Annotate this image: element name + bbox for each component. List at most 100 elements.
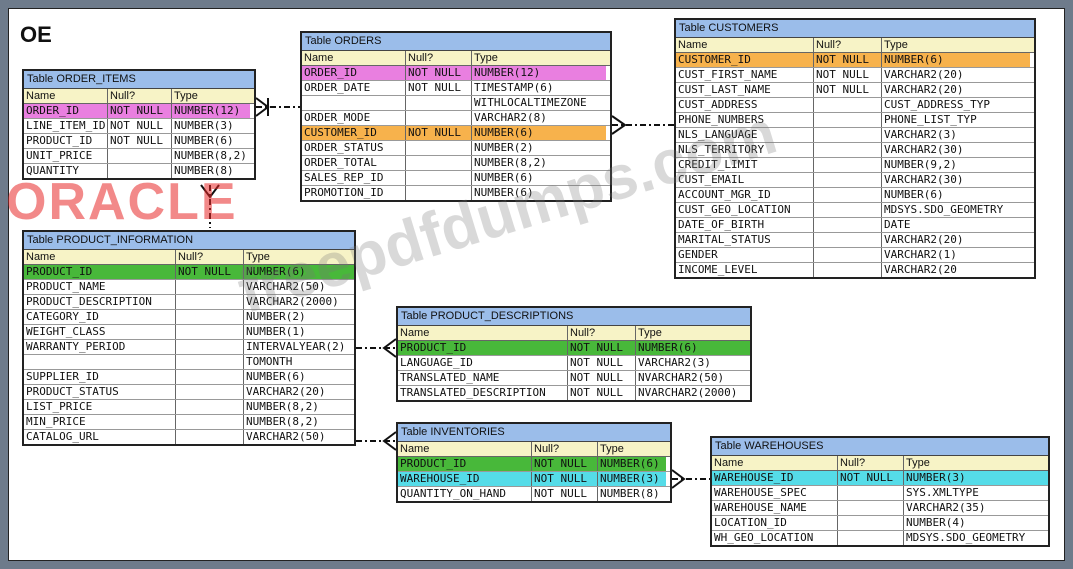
- cell-name: GENDER: [676, 248, 814, 262]
- column-header-null: Null?: [838, 456, 904, 470]
- table-title: Table PRODUCT_DESCRIPTIONS: [398, 308, 750, 326]
- cell-type: NUMBER(6): [598, 457, 666, 471]
- cell-type: NUMBER(1): [246, 325, 306, 338]
- cell-type: MDSYS.SDO_GEOMETRY: [906, 531, 1026, 544]
- cell-name: WAREHOUSE_NAME: [712, 501, 838, 515]
- cell-name: CUST_GEO_LOCATION: [676, 203, 814, 217]
- cell-null: NOT NULL: [108, 119, 172, 133]
- cell-null: [814, 263, 882, 277]
- column-header-type: Type: [474, 52, 498, 64]
- cell-type: SYS.XMLTYPE: [906, 486, 979, 499]
- cell-type: NUMBER(9,2): [884, 158, 957, 171]
- cell-null: [814, 98, 882, 112]
- cell-null: [176, 415, 244, 429]
- cell-type: NUMBER(6): [884, 188, 944, 201]
- column-header-type: Type: [174, 90, 198, 102]
- cell-type: NUMBER(8,2): [174, 149, 247, 162]
- cell-name: LINE_ITEM_ID: [24, 119, 108, 133]
- cell-name: DATE_OF_BIRTH: [676, 218, 814, 232]
- cell-null: [406, 96, 472, 110]
- cell-null: [814, 143, 882, 157]
- cell-null: [838, 516, 904, 530]
- cell-null: NOT NULL: [176, 265, 244, 279]
- cell-name: NLS_TERRITORY: [676, 143, 814, 157]
- cell-type: VARCHAR2(1): [884, 248, 957, 261]
- cell-type: NUMBER(6): [882, 53, 1030, 67]
- cell-null: NOT NULL: [532, 487, 598, 501]
- cell-name: PRODUCT_STATUS: [24, 385, 176, 399]
- cell-name: CATEGORY_ID: [24, 310, 176, 324]
- cell-name: CATALOG_URL: [24, 430, 176, 444]
- cell-null: [838, 501, 904, 515]
- cell-type: NUMBER(6): [174, 134, 234, 147]
- cell-null: [176, 280, 244, 294]
- cell-type: MDSYS.SDO_GEOMETRY: [884, 203, 1004, 216]
- cell-name: ACCOUNT_MGR_ID: [676, 188, 814, 202]
- cell-name: QUANTITY: [24, 164, 108, 178]
- cell-type: NUMBER(12): [472, 66, 606, 80]
- cell-type: TIMESTAMP(6): [474, 81, 554, 94]
- cell-null: NOT NULL: [814, 53, 882, 67]
- cell-type: NVARCHAR2(2000): [638, 386, 738, 399]
- cell-type: VARCHAR2(30): [884, 173, 964, 186]
- cell-null: [176, 355, 244, 369]
- cell-name: ORDER_TOTAL: [302, 156, 406, 170]
- cell-name: INCOME_LEVEL: [676, 263, 814, 277]
- cell-type: TOMONTH: [246, 355, 293, 368]
- column-header-type: Type: [638, 327, 662, 339]
- cell-null: [814, 173, 882, 187]
- cell-name: PRODUCT_ID: [24, 134, 108, 148]
- column-header-null: Null?: [814, 38, 882, 52]
- cell-name: [24, 355, 176, 369]
- cell-type: VARCHAR2(20): [884, 233, 964, 246]
- table-title: Table CUSTOMERS: [676, 20, 1034, 38]
- cell-null: NOT NULL: [568, 386, 636, 400]
- cell-name: CUST_LAST_NAME: [676, 83, 814, 97]
- crowfoot-descriptions: [382, 338, 397, 358]
- cell-type: VARCHAR2(3): [884, 128, 957, 141]
- cell-null: [108, 164, 172, 178]
- schema-label: OE: [20, 22, 52, 47]
- crowfoot-orders: [611, 115, 627, 135]
- cell-null: [176, 295, 244, 309]
- cell-null: [814, 218, 882, 232]
- table-row: TOMONTH: [24, 355, 354, 370]
- cell-type: WITHLOCALTIMEZONE: [474, 96, 587, 109]
- cell-name: ORDER_ID: [302, 66, 406, 80]
- cell-null: NOT NULL: [838, 471, 904, 485]
- cell-type: VARCHAR2(30): [884, 143, 964, 156]
- cell-type: NUMBER(3): [598, 472, 666, 486]
- cell-null: [406, 186, 472, 200]
- column-header-name: Name: [712, 456, 838, 470]
- cell-null: NOT NULL: [532, 472, 598, 486]
- cell-name: [302, 96, 406, 110]
- table-title: Table PRODUCT_INFORMATION: [24, 232, 354, 250]
